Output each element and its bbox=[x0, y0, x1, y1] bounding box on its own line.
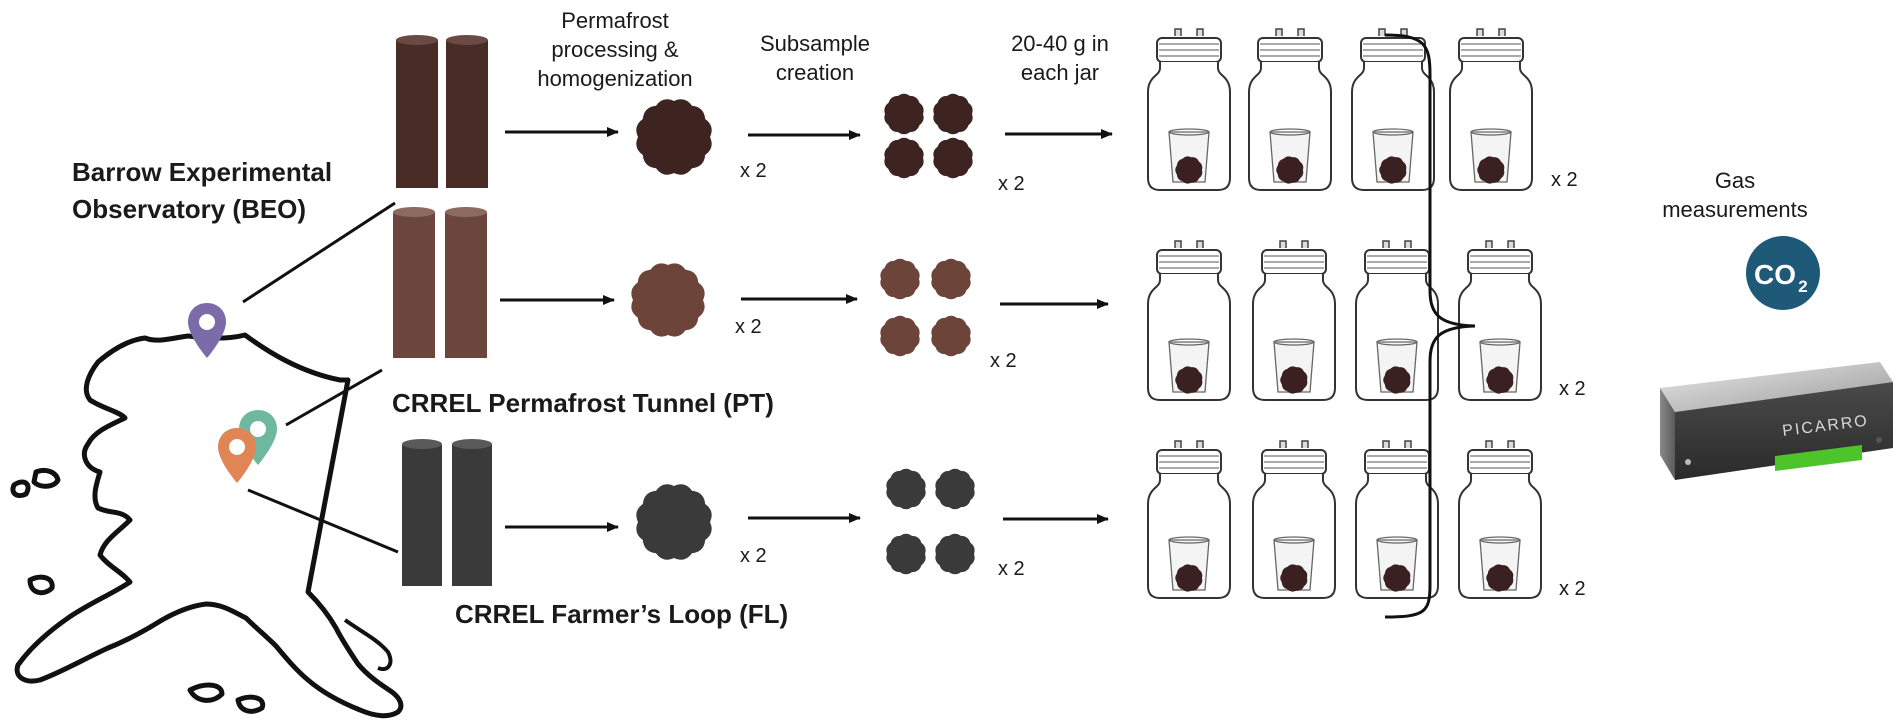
site-label-beo-line2: Observatory (BEO) bbox=[72, 194, 307, 224]
alaska-island-4 bbox=[187, 682, 225, 703]
jar-icon bbox=[1449, 28, 1533, 191]
jar-icon bbox=[1252, 440, 1336, 599]
connector-pt bbox=[285, 368, 383, 427]
jar-icon bbox=[1147, 28, 1231, 191]
process-arrows bbox=[500, 127, 1113, 532]
site-label-fl: CRREL Farmer’s Loop (FL) bbox=[455, 599, 789, 629]
marker-fl bbox=[218, 428, 256, 483]
subsample bbox=[884, 93, 924, 135]
co2-badge: CO 2 bbox=[1746, 236, 1820, 310]
analyzer-top bbox=[1660, 362, 1893, 412]
multiplier-fl-jars: x 2 bbox=[1559, 578, 1586, 600]
co2-badge-subscript: 2 bbox=[1798, 277, 1807, 296]
jar-icon bbox=[1458, 240, 1542, 401]
subsample bbox=[886, 533, 926, 575]
step-label-processing: Permafrost processing & homogenization bbox=[515, 6, 715, 93]
step-jar-line1: 20-40 g in bbox=[1011, 31, 1109, 56]
marker-beo bbox=[188, 303, 226, 358]
alaska-map bbox=[10, 332, 404, 719]
subsample bbox=[933, 137, 973, 179]
connector-beo bbox=[242, 201, 396, 304]
jar-icon bbox=[1147, 440, 1231, 599]
site-label-beo-line1: Barrow Experimental bbox=[72, 157, 333, 187]
step-subsample-line1: Subsample bbox=[759, 31, 871, 56]
multiplier-pt-subsample: x 2 bbox=[990, 350, 1017, 372]
cores-fl bbox=[402, 439, 492, 586]
multiplier-fl-homogenized: x 2 bbox=[740, 545, 767, 567]
subsample bbox=[884, 137, 924, 179]
multiplier-fl-subsample: x 2 bbox=[998, 558, 1025, 580]
soil-samples bbox=[631, 93, 975, 575]
co2-badge-circle bbox=[1746, 236, 1820, 310]
jar-icon bbox=[1351, 28, 1435, 191]
step-processing-line1: Permafrost bbox=[561, 8, 669, 33]
picarro-analyzer-icon: PICARRO bbox=[1660, 362, 1893, 480]
step-label-jar: 20-40 g in each jar bbox=[995, 29, 1125, 87]
gas-label-line2: measurements bbox=[1662, 197, 1808, 222]
step-label-subsample: Subsample creation bbox=[740, 29, 890, 87]
homogenized-sample bbox=[636, 99, 712, 175]
alaska-island-2 bbox=[10, 479, 31, 499]
step-processing-line3: homogenization bbox=[537, 66, 693, 91]
gas-measurements-label: Gas measurements bbox=[1655, 166, 1815, 224]
cores-pt bbox=[393, 207, 487, 358]
jar-icon bbox=[1248, 28, 1332, 191]
multiplier-beo-homogenized: x 2 bbox=[740, 160, 767, 182]
jar-icon bbox=[1355, 240, 1439, 401]
analyzer-front bbox=[1660, 388, 1675, 480]
homogenized-sample bbox=[636, 484, 712, 560]
site-label-pt: CRREL Permafrost Tunnel (PT) bbox=[392, 388, 774, 418]
connector-fl bbox=[247, 488, 399, 554]
alaska-mainland-outline bbox=[14, 332, 404, 719]
multiplier-pt-jars: x 2 bbox=[1559, 378, 1586, 400]
step-subsample-line2: creation bbox=[775, 60, 855, 85]
analyzer-accent-strip bbox=[1775, 445, 1862, 471]
location-pin-icon bbox=[218, 428, 256, 483]
subsample bbox=[880, 315, 920, 357]
location-pin-icon bbox=[188, 303, 226, 358]
subsample bbox=[931, 315, 971, 357]
incubation-jars bbox=[1147, 28, 1542, 599]
subsample bbox=[880, 258, 920, 300]
alaska-island-5 bbox=[235, 694, 266, 714]
alaska-island-1 bbox=[31, 467, 61, 489]
grouping-bracket bbox=[1384, 33, 1476, 619]
alaska-island-3 bbox=[27, 574, 55, 596]
jar-icon bbox=[1147, 240, 1231, 401]
step-jar-line2: each jar bbox=[1020, 60, 1100, 85]
step-processing-line2: processing & bbox=[551, 37, 679, 62]
gas-label-line1: Gas bbox=[1714, 168, 1756, 193]
jar-icon bbox=[1252, 240, 1336, 401]
multiplier-pt-homogenized: x 2 bbox=[735, 316, 762, 338]
homogenized-sample bbox=[631, 263, 705, 337]
site-connectors bbox=[242, 201, 399, 554]
subsample bbox=[935, 468, 975, 510]
subsample bbox=[931, 258, 971, 300]
subsample bbox=[935, 533, 975, 575]
subsample bbox=[886, 468, 926, 510]
multiplier-beo-jars: x 2 bbox=[1551, 169, 1578, 191]
jar-icon bbox=[1355, 440, 1439, 599]
alaska-panhandle bbox=[343, 618, 393, 671]
co2-badge-label: CO bbox=[1754, 259, 1796, 290]
cores-beo bbox=[396, 35, 488, 188]
jar-icon bbox=[1458, 440, 1542, 599]
subsample bbox=[933, 93, 973, 135]
multiplier-beo-subsample: x 2 bbox=[998, 173, 1025, 195]
